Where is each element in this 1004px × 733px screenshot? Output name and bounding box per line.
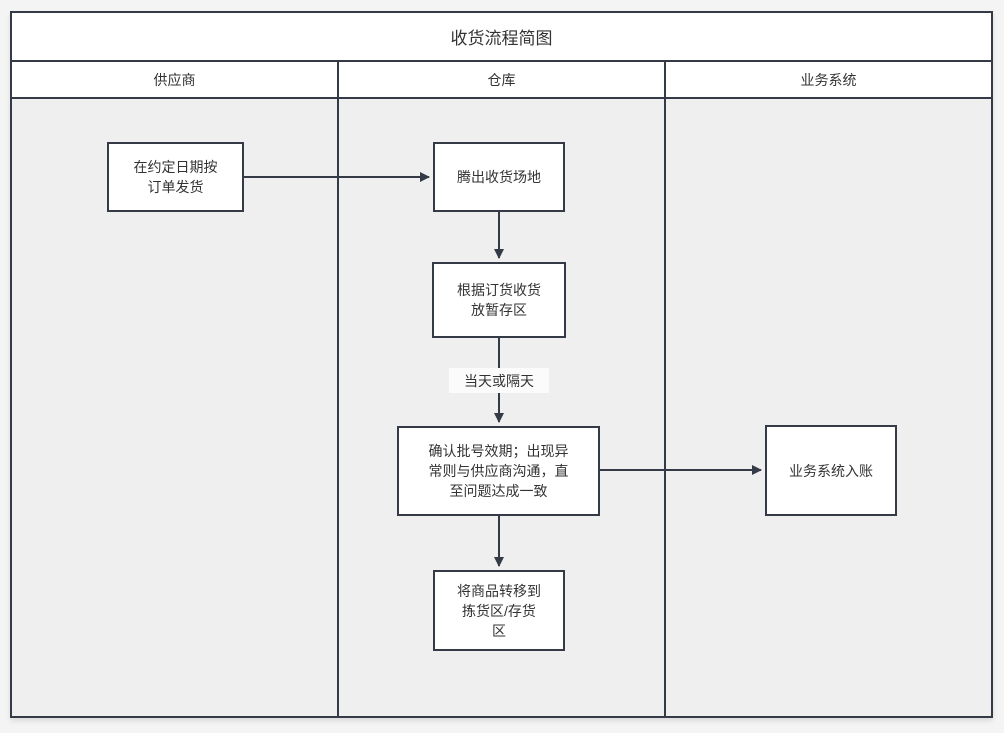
flow-node-label: 根据订货收货 放暂存区 xyxy=(457,282,541,318)
edge-label-same-or-next-day: 当天或隔天 xyxy=(449,368,549,393)
lane-header-business-system: 业务系统 xyxy=(666,62,991,97)
flow-node-receive-to-staging-area[interactable]: 根据订货收货 放暂存区 xyxy=(432,262,566,338)
flow-node-label: 将商品转移到 拣货区/存货 区 xyxy=(457,582,541,639)
flow-node-business-system-posting[interactable]: 业务系统入账 xyxy=(765,425,897,516)
flow-node-label: 腾出收货场地 xyxy=(457,169,541,185)
lanes-body: 在约定日期按 订单发货 腾出收货场地 根据订货收货 放暂存区 确认批号效期；出现… xyxy=(12,99,991,716)
flow-node-label: 业务系统入账 xyxy=(789,462,873,479)
lane-divider-2 xyxy=(664,99,666,716)
flow-node-confirm-batch-validity[interactable]: 确认批号效期；出现异 常则与供应商沟通，直 至问题达成一致 xyxy=(397,426,600,516)
flow-node-label: 在约定日期按 订单发货 xyxy=(133,159,218,195)
swimlane-pool: 收货流程简图 供应商 仓库 业务系统 xyxy=(10,11,993,718)
lane-header-supplier: 供应商 xyxy=(12,62,339,97)
flow-node-label: 确认批号效期；出现异 常则与供应商沟通，直 至问题达成一致 xyxy=(428,443,569,499)
lane-header-warehouse-label: 仓库 xyxy=(487,71,516,88)
lane-header-row: 供应商 仓库 业务系统 xyxy=(12,62,991,99)
diagram-title: 收货流程简图 xyxy=(450,29,553,48)
flow-node-clear-receiving-area[interactable]: 腾出收货场地 xyxy=(433,142,565,212)
lane-header-business-system-label: 业务系统 xyxy=(800,71,857,88)
flow-node-ship-on-agreed-date[interactable]: 在约定日期按 订单发货 xyxy=(107,142,244,212)
lane-header-warehouse: 仓库 xyxy=(339,62,666,97)
lane-divider-1 xyxy=(337,99,339,716)
flow-node-transfer-to-picking-storage[interactable]: 将商品转移到 拣货区/存货 区 xyxy=(433,570,565,651)
lane-header-supplier-label: 供应商 xyxy=(153,71,196,88)
pool-title-row: 收货流程简图 xyxy=(12,13,991,62)
